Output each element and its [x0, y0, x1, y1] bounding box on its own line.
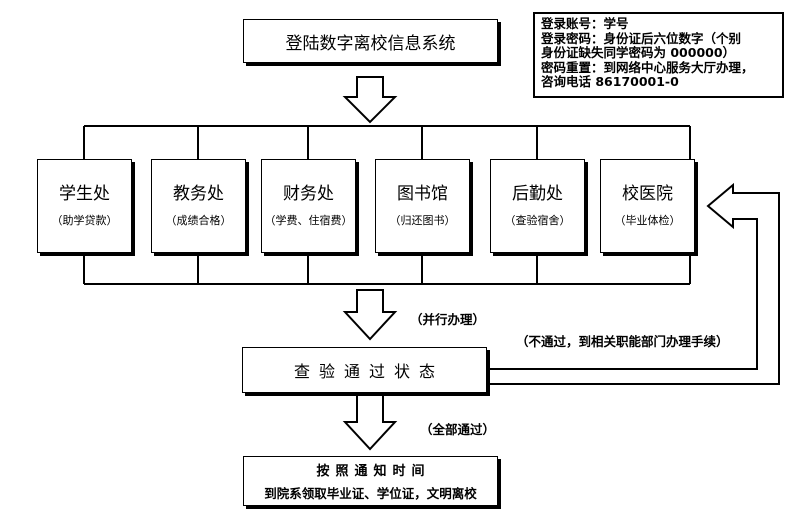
dept-name: 财务处 — [283, 184, 334, 204]
dept-note: （学费、住宿费） — [264, 214, 353, 227]
dept-box-academic-affairs: 教务处 （成绩合格） — [151, 159, 246, 253]
dept-box-finance: 财务处 （学费、住宿费） — [261, 159, 356, 253]
info-line-reset: 密码重置：到网络中心服务大厅办理， — [541, 59, 754, 75]
label-parallel: （并行办理） — [410, 312, 486, 327]
dept-note: （助学贷款） — [51, 214, 118, 227]
label-all-passed: （全部通过） — [420, 422, 496, 437]
dept-name: 图书馆 — [397, 184, 448, 204]
dept-name: 学生处 — [59, 184, 110, 204]
info-line-password: 登录密码：身份证后六位数字（个别 — [541, 30, 742, 46]
return-arrow — [487, 182, 780, 385]
dept-note: （成绩合格） — [165, 214, 232, 227]
dept-name: 后勤处 — [512, 184, 563, 204]
status-text: 查验通过状态 — [293, 362, 444, 381]
dept-box-library: 图书馆 （归还图书） — [375, 159, 470, 253]
notice-line-2: 到院系领取毕业证、学位证，文明离校 — [264, 486, 477, 501]
info-line-password-cont: 身份证缺失同学密码为 000000） — [541, 45, 736, 60]
notice-line-1: 按照通知时间 — [316, 464, 431, 479]
notice-box: 按照通知时间 到院系领取毕业证、学位证，文明离校 — [243, 456, 498, 506]
down-arrow-middle — [342, 289, 398, 341]
dept-note: （查验宿舍） — [504, 214, 571, 227]
label-failed: （不通过，到相关职能部门办理手续） — [516, 334, 729, 349]
down-arrow-top — [342, 76, 398, 124]
title-text: 登陆数字离校信息系统 — [285, 33, 456, 54]
login-info-box: 登录账号：学号 登录密码：身份证后六位数字（个别 身份证缺失同学密码为 0000… — [533, 12, 784, 98]
title-box: 登陆数字离校信息系统 — [243, 19, 498, 63]
status-check-box: 查验通过状态 — [242, 347, 487, 393]
dept-box-hospital: 校医院 （毕业体检） — [600, 159, 695, 253]
dept-note: （归还图书） — [389, 214, 456, 227]
dept-box-student-affairs: 学生处 （助学贷款） — [37, 159, 132, 253]
info-line-account: 登录账号：学号 — [541, 16, 629, 31]
down-arrow-bottom — [342, 393, 398, 451]
info-line-phone: 咨询电话 86170001-0 — [541, 74, 679, 89]
dept-name: 教务处 — [173, 184, 224, 204]
dept-name: 校医院 — [622, 184, 673, 204]
dept-note: （毕业体检） — [614, 214, 681, 227]
dept-box-logistics: 后勤处 （查验宿舍） — [490, 159, 585, 253]
